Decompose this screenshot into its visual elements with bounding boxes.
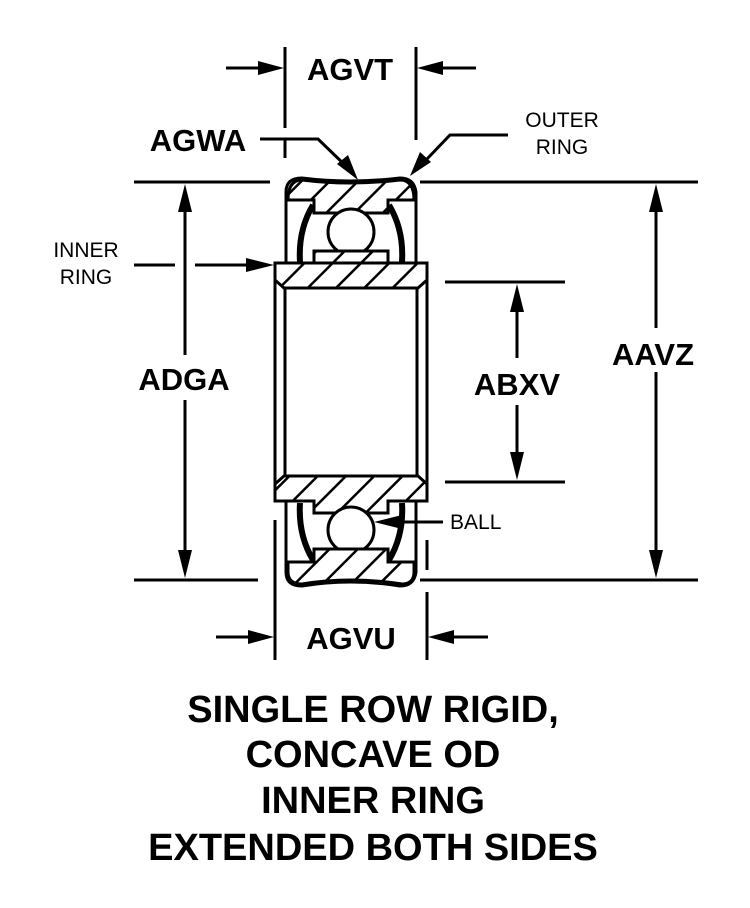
outer-ring-section-top (286, 178, 416, 215)
caption-line-3: INNER RING (261, 780, 485, 822)
seal-right-top (386, 203, 406, 263)
aavz-arrowhead-top (649, 184, 663, 212)
caption-line-2: CONCAVE OD (246, 734, 501, 776)
caption-line-4: EXTENDED BOTH SIDES (148, 827, 598, 869)
caption-line-1: SINGLE ROW RIGID, (187, 689, 559, 731)
outer-ring-section-bottom (286, 547, 416, 586)
callout-inner-ring-line2: RING (60, 266, 113, 289)
aavz-arrowhead-bottom (649, 550, 663, 578)
adga-arrowhead-top (178, 184, 192, 212)
outer-ring-outline-top (284, 176, 418, 264)
dimension-label-aavz: AAVZ (612, 337, 694, 372)
dimension-label-agvt: AGVT (307, 52, 393, 87)
dimension-label-adga: ADGA (138, 362, 229, 397)
bearing-section (273, 176, 429, 588)
agvu-arrow-left-head (248, 630, 274, 644)
inner-ring-bore-inner (283, 286, 419, 488)
abxv-arrowhead-top (510, 284, 524, 312)
dimension-label-agwa: AGWA (150, 123, 246, 158)
inner-ring-section-bottom (273, 474, 429, 515)
inner-ring-leader-arrowhead (246, 258, 274, 272)
ball-bottom (326, 505, 376, 555)
callout-ball: BALL (450, 511, 501, 534)
seal-left-top (296, 203, 316, 263)
outer-ring-leader-arrowhead (410, 152, 431, 176)
dimension-label-agvu: AGVU (306, 621, 396, 656)
agwa-leader-arrowhead (337, 155, 358, 180)
adga-arrowhead-bottom (178, 550, 192, 578)
agvt-arrow-left-head (258, 61, 284, 75)
callout-inner-ring-line1: INNER (53, 239, 118, 262)
callout-outer-ring-line2: RING (536, 136, 589, 159)
seal-right-bottom (386, 502, 406, 562)
agvu-arrow-right-head (428, 630, 454, 644)
callout-outer-ring-line1: OUTER (525, 109, 599, 132)
abxv-arrowhead-bottom (510, 452, 524, 480)
dimension-label-abxv: ABXV (474, 367, 560, 402)
seal-left-bottom (296, 502, 316, 562)
outer-ring-leader-line (424, 133, 508, 162)
caption: SINGLE ROW RIGID, CONCAVE OD INNER RING … (148, 689, 598, 869)
ball-leader-arrowhead (374, 515, 402, 529)
outer-ring-outline-bottom (284, 501, 418, 588)
ball-top (326, 207, 376, 257)
agvt-arrow-right-head (417, 61, 443, 75)
agwa-leader-line (260, 137, 350, 170)
